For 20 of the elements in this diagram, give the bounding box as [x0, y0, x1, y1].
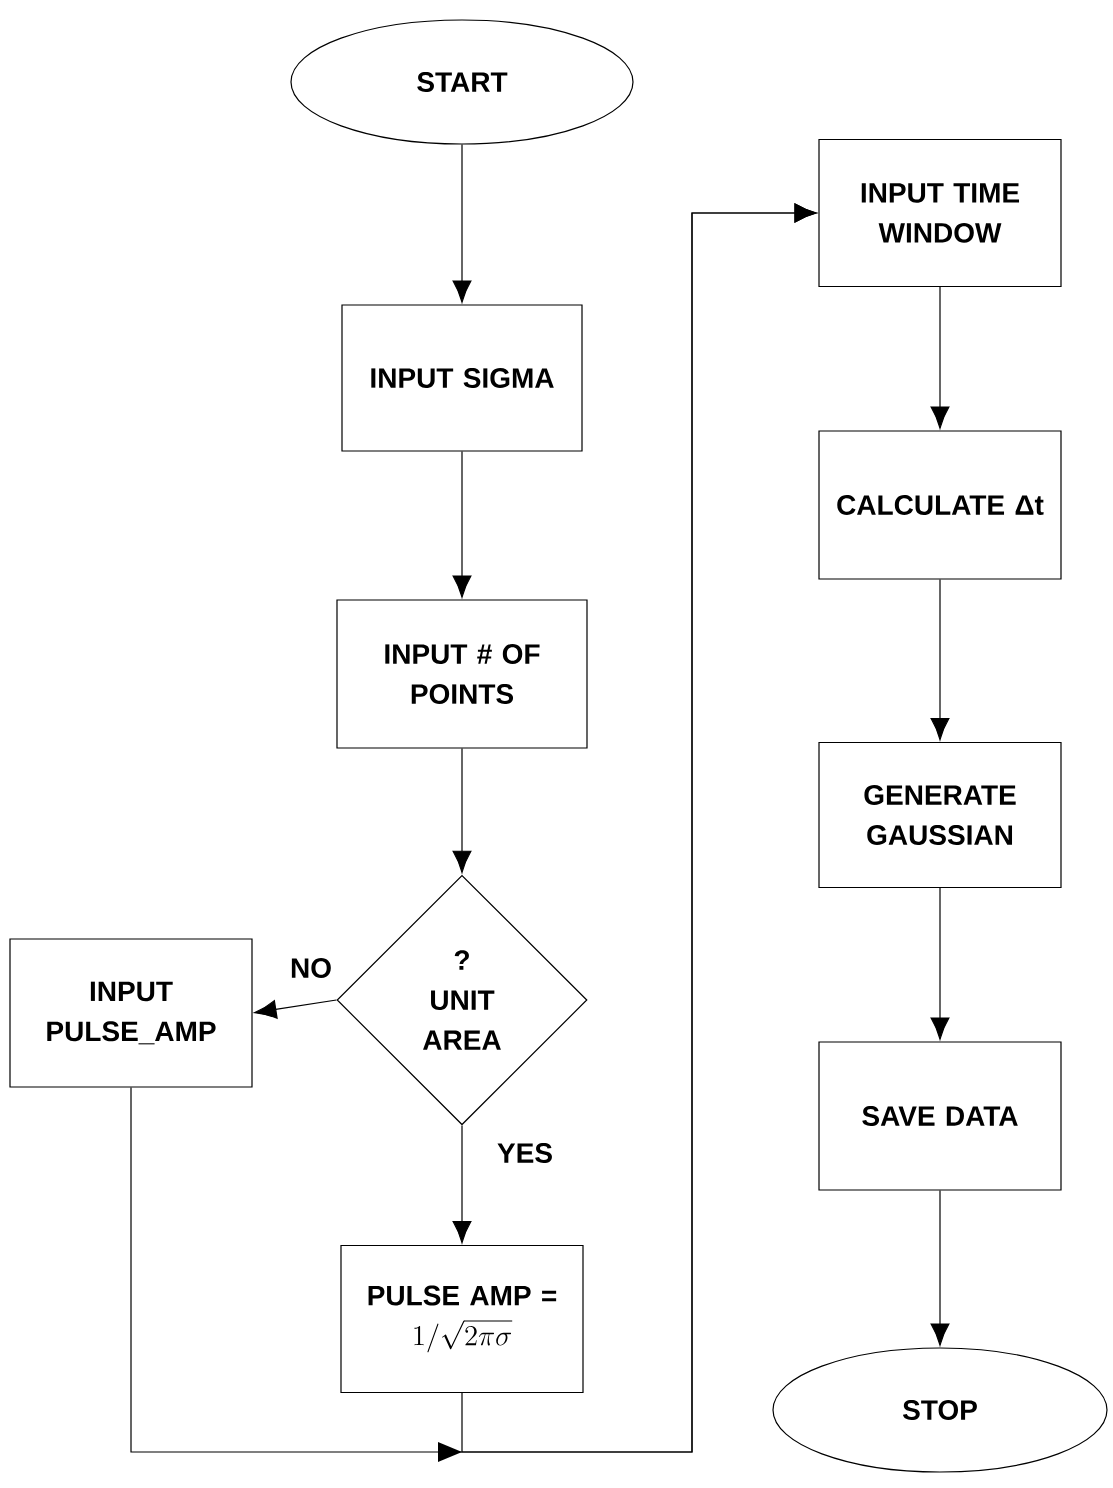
process-box: INPUT SIGMA — [341, 304, 583, 452]
arrow — [930, 286, 950, 429]
arrow — [452, 451, 472, 598]
process-box: GENERATE GAUSSIAN — [818, 741, 1062, 889]
process-box: SAVE DATA — [818, 1041, 1062, 1191]
process-box: INPUT PULSE_AMP — [9, 938, 253, 1088]
arrow — [461, 203, 817, 1453]
arrow — [452, 1124, 472, 1244]
process-box: CALCULATE Δt — [818, 430, 1062, 580]
arrow — [452, 748, 472, 873]
arrow — [930, 1190, 950, 1346]
process-box: INPUT TIME WINDOW — [818, 138, 1062, 288]
arrow — [930, 579, 950, 741]
process-box: PULSE AMP = $1/\sqrt{2\pi\sigma}$ — [340, 1244, 584, 1394]
arrow — [930, 887, 950, 1040]
arrow — [254, 999, 337, 1019]
edge-label: YES — [495, 1141, 555, 1165]
edge-label: NO — [288, 956, 334, 980]
arrow — [452, 144, 472, 303]
process-box: INPUT # OF POINTS — [336, 599, 588, 749]
